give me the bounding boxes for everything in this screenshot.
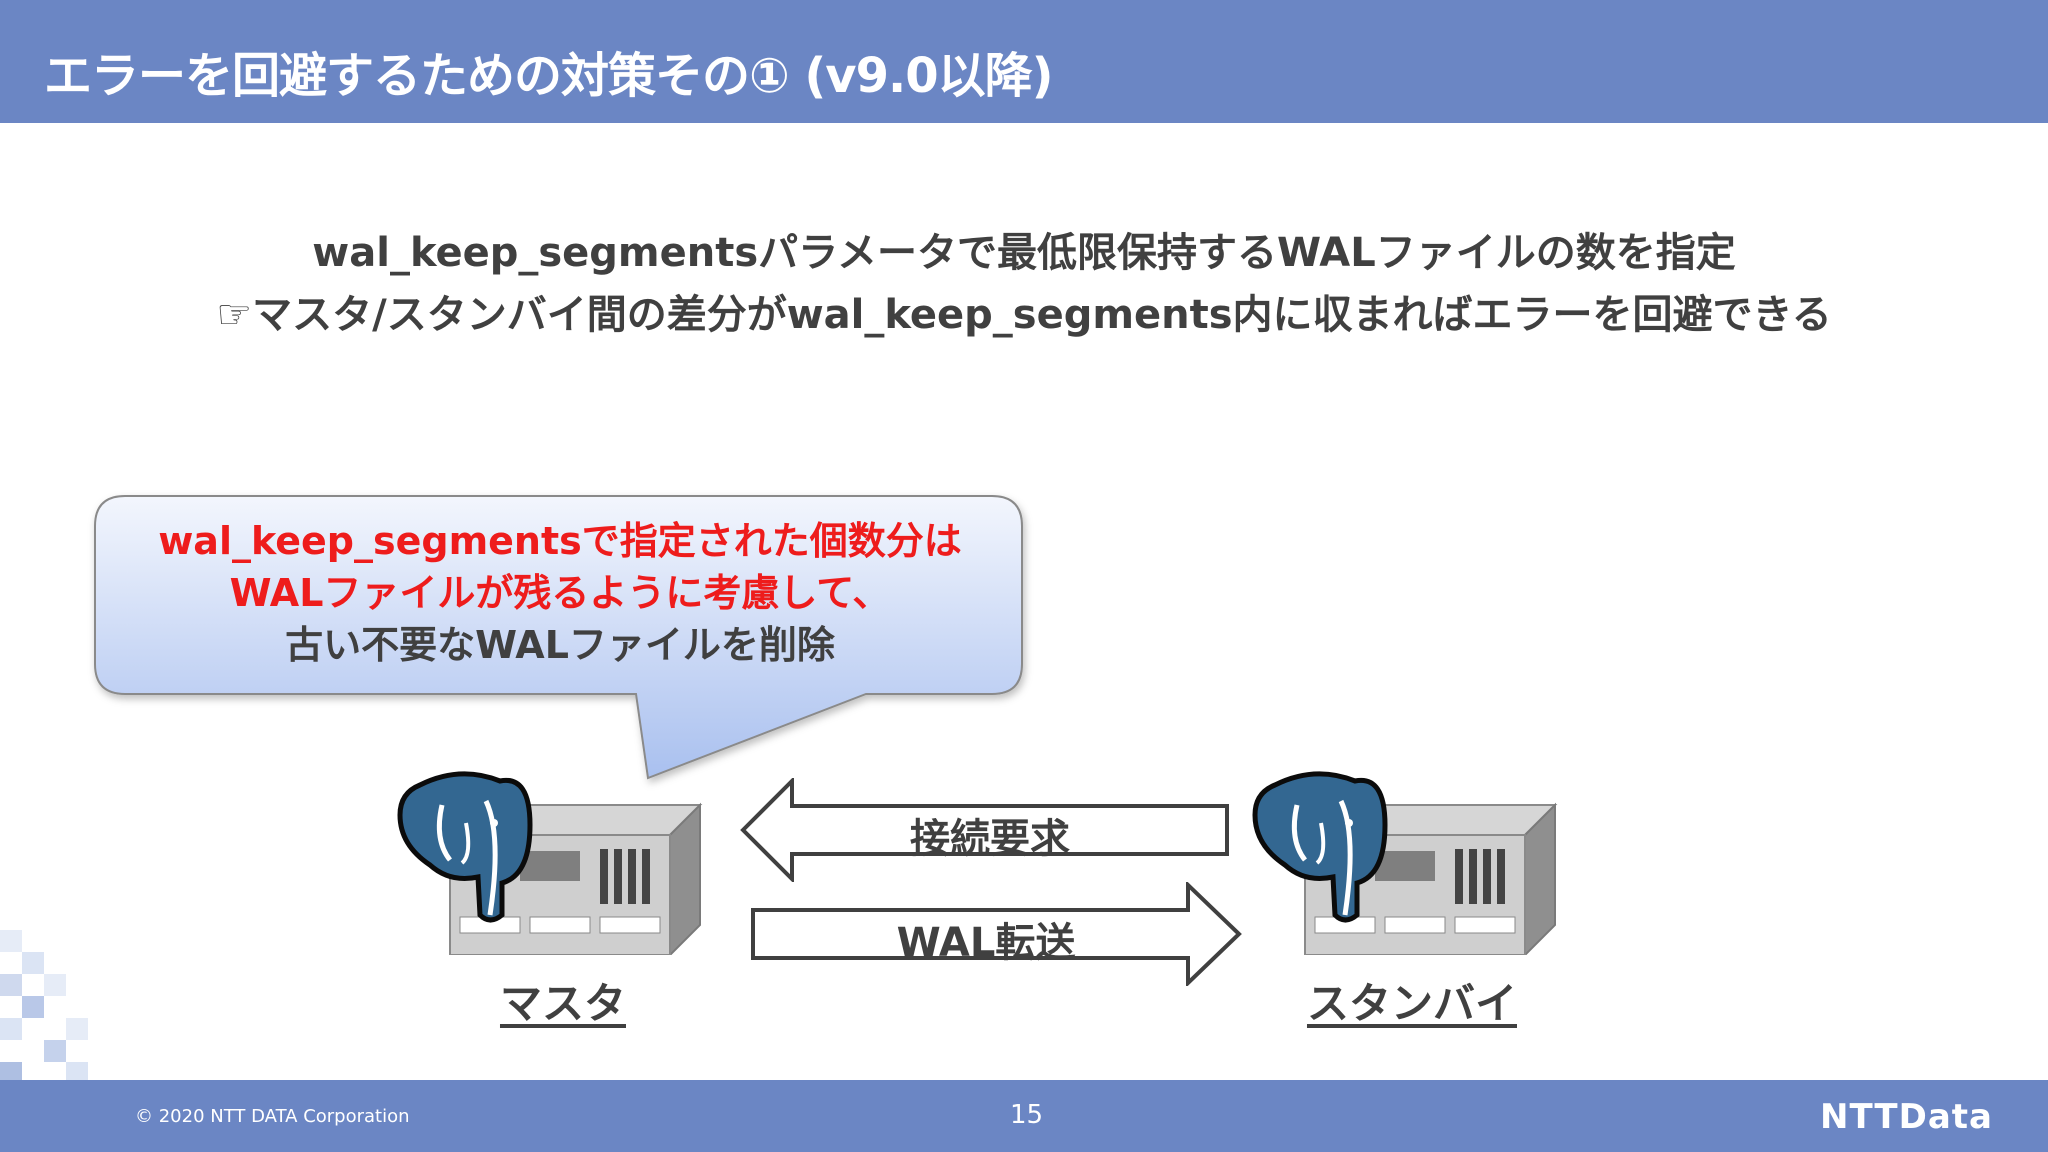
title-bar bbox=[0, 0, 2048, 123]
master-label: マスタ bbox=[499, 979, 626, 1028]
wal-transfer-label: WAL転送 bbox=[896, 920, 1076, 966]
intro-line-1: wal_keep_segmentsパラメータで最低限保持するWALファイルの数を… bbox=[312, 230, 1736, 276]
callout-line-2: WALファイルが残るように考慮して、 bbox=[229, 571, 891, 615]
standby-label: スタンバイ bbox=[1306, 979, 1517, 1028]
intro-line-2: ☞マスタ/スタンバイ間の差分がwal_keep_segments内に収まればエラ… bbox=[216, 292, 1832, 338]
postgresql-elephant-icon bbox=[1252, 771, 1388, 923]
callout-text: wal_keep_segmentsで指定された個数分は WALファイルが残るよう… bbox=[95, 515, 1025, 671]
footer-bar bbox=[0, 1080, 2048, 1152]
postgresql-elephant-icon bbox=[397, 771, 533, 923]
connection-request-label: 接続要求 bbox=[910, 816, 1070, 862]
ntt-data-logo: NTTData bbox=[1820, 1097, 1993, 1137]
master-server-icon bbox=[397, 771, 703, 955]
slide-title: エラーを回避するための対策その① (v9.0以降) bbox=[44, 48, 1054, 104]
callout-line-1: wal_keep_segmentsで指定された個数分は bbox=[158, 519, 962, 563]
page-number: 15 bbox=[1010, 1100, 1044, 1130]
connection-request-arrow bbox=[740, 778, 1229, 882]
intro-text: wal_keep_segmentsパラメータで最低限保持するWALファイルの数を… bbox=[0, 222, 2048, 346]
copyright-text: © 2020 NTT DATA Corporation bbox=[135, 1106, 410, 1127]
standby-server-icon bbox=[1252, 771, 1558, 955]
callout-line-3: 古い不要なWALファイルを削除 bbox=[285, 623, 835, 667]
wal-transfer-arrow bbox=[751, 882, 1242, 986]
